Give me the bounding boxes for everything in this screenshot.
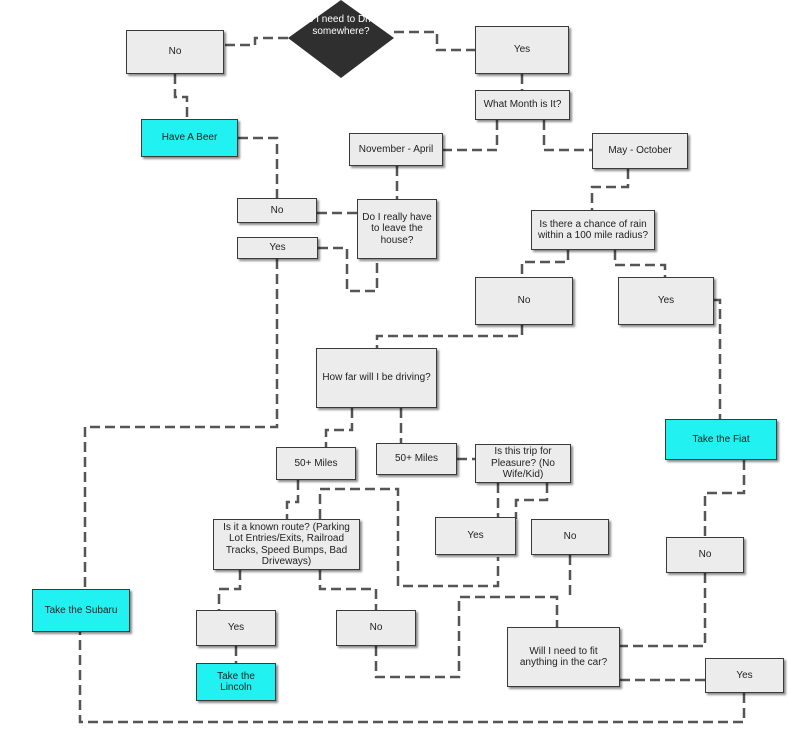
connector-month-mayoct <box>542 120 592 152</box>
connector-distance-under50 <box>324 408 354 447</box>
have-beer-node: Have A Beer <box>141 119 238 157</box>
connector-fiat-no <box>703 460 746 537</box>
start-decision: Do I need to Drive somewhere? <box>288 0 394 78</box>
fiat-no-node: No <box>666 537 744 573</box>
connector-mayoct-rain <box>590 169 630 210</box>
connector-routeno-fit <box>374 595 559 679</box>
route-no-node: No <box>336 610 416 646</box>
take-fiat-node: Take the Fiat <box>665 419 777 460</box>
connector-route-yes <box>217 570 242 610</box>
distance-question-node: How far will I be driving? <box>316 348 437 408</box>
connector-pleasure-no <box>514 483 549 519</box>
connector-month-novapr <box>443 120 499 152</box>
connector-start-no <box>224 36 288 47</box>
connector-leaveyes-loop <box>318 246 379 293</box>
may-oct-node: May - October <box>592 133 688 169</box>
connector-rain-yes <box>613 250 667 277</box>
connector-rainyes-fiat <box>714 298 722 419</box>
connector-under50-route <box>285 480 300 519</box>
over-50-miles-node: 50+ Miles <box>376 443 457 475</box>
connector-start-yes <box>394 30 475 52</box>
start-decision-label: Do I need to Drive somewhere? <box>300 14 382 37</box>
drive-no-node: No <box>126 30 224 74</box>
pleasure-yes-node: Yes <box>435 517 516 555</box>
drive-yes-node: Yes <box>475 26 569 74</box>
connector-fiatno-fit <box>620 573 707 648</box>
pleasure-no-node: No <box>531 519 609 555</box>
fit-yes-node: Yes <box>705 658 784 693</box>
nov-apr-node: November - April <box>349 133 443 166</box>
rain-no-node: No <box>475 277 573 325</box>
take-lincoln-node: Take the Lincoln <box>196 663 276 701</box>
fit-question-node: Will I need to fit anything in the car? <box>507 627 620 687</box>
connector-leaveyes-subaru <box>83 259 279 589</box>
route-question-node: Is it a known route? (Parking Lot Entrie… <box>213 519 360 570</box>
connector-route-over50 <box>318 487 500 588</box>
connector-no-beer <box>173 74 189 119</box>
pleasure-question-node: Is this trip for Pleasure? (No Wife/Kid) <box>475 444 571 483</box>
leave-no-node: No <box>237 198 317 223</box>
start-diamond-shape <box>288 0 394 78</box>
connector-rainno-distance <box>375 325 524 348</box>
leave-yes-node: Yes <box>237 237 318 259</box>
rain-question-node: Is there a chance of rain within a 100 m… <box>531 210 655 250</box>
under-50-miles-node: 50+ Miles <box>276 447 356 480</box>
month-question-node: What Month is It? <box>475 90 570 120</box>
connector-beer-leaveno <box>238 136 279 198</box>
route-yes-node: Yes <box>196 610 276 646</box>
rain-yes-node: Yes <box>618 277 714 325</box>
leave-house-question-node: Do I really have to leave the house? <box>357 199 437 259</box>
connector-route-no <box>318 570 378 610</box>
connector-rain-no <box>520 250 570 277</box>
connector-fityes-subaru <box>78 632 746 724</box>
take-subaru-node: Take the Subaru <box>32 589 130 632</box>
